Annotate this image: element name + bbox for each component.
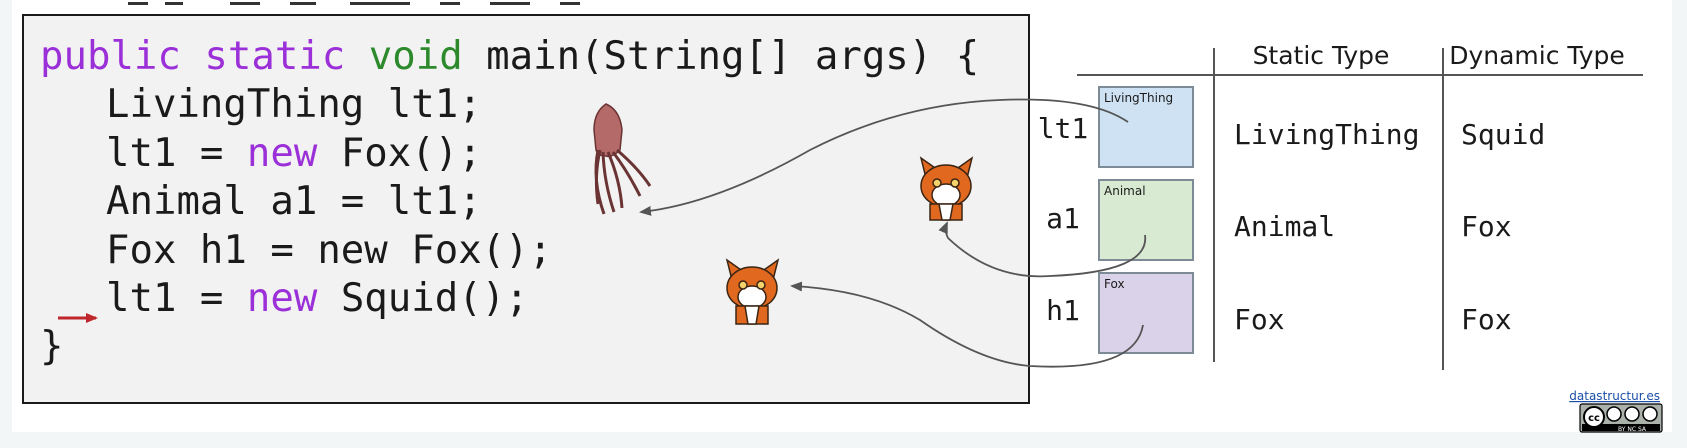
cell-static-a1: Animal [1234,210,1335,243]
cell-static-lt1: LivingThing [1234,118,1419,151]
code-line-animal: Animal a1 = lt1; [106,179,482,224]
box-label-a1: Animal [1104,184,1146,198]
var-name-lt1: lt1 [1038,112,1089,145]
code-line-main: public static void main(String[] args) { [40,34,980,79]
code-line-declare: LivingThing lt1; [106,82,482,127]
code-line-assign-squid: lt1 = new Squid(); [106,276,529,321]
header-static-type: Static Type [1253,41,1390,70]
cell-dynamic-h1: Fox [1461,303,1512,336]
cell-dynamic-a1: Fox [1461,210,1512,243]
code-line-fox: Fox h1 = new Fox(); [106,228,553,273]
var-name-a1: a1 [1046,202,1080,235]
cell-static-h1: Fox [1234,303,1285,336]
clipped-heading [128,2,580,5]
box-label-h1: Fox [1104,277,1125,291]
box-h1 [1098,272,1194,354]
pointer-arrow-lt1 [639,98,1129,216]
footer-site-link[interactable]: datastructur.es [1569,389,1660,403]
fox-icon [725,258,780,325]
header-dynamic-type: Dynamic Type [1449,41,1625,70]
box-label-lt1: LivingThing [1104,91,1173,105]
var-name-h1: h1 [1046,294,1080,327]
svg-text:cc: cc [1588,413,1600,424]
fox-icon [919,156,974,221]
code-line-close: } [40,324,64,369]
pointer-arrow-a1 [938,221,1147,278]
code-line-assign-fox: lt1 = new Fox(); [106,131,482,176]
cell-dynamic-lt1: Squid [1461,118,1545,151]
pointer-arrow-h1 [790,281,1144,368]
box-a1 [1098,179,1194,261]
license-text: BY NC SA [1618,426,1647,433]
license-badge: cc BY NC SA [1579,403,1663,433]
box-lt1 [1098,86,1194,168]
squid-icon [593,103,652,215]
code-panel: public static void main(String[] args) {… [22,14,1030,404]
